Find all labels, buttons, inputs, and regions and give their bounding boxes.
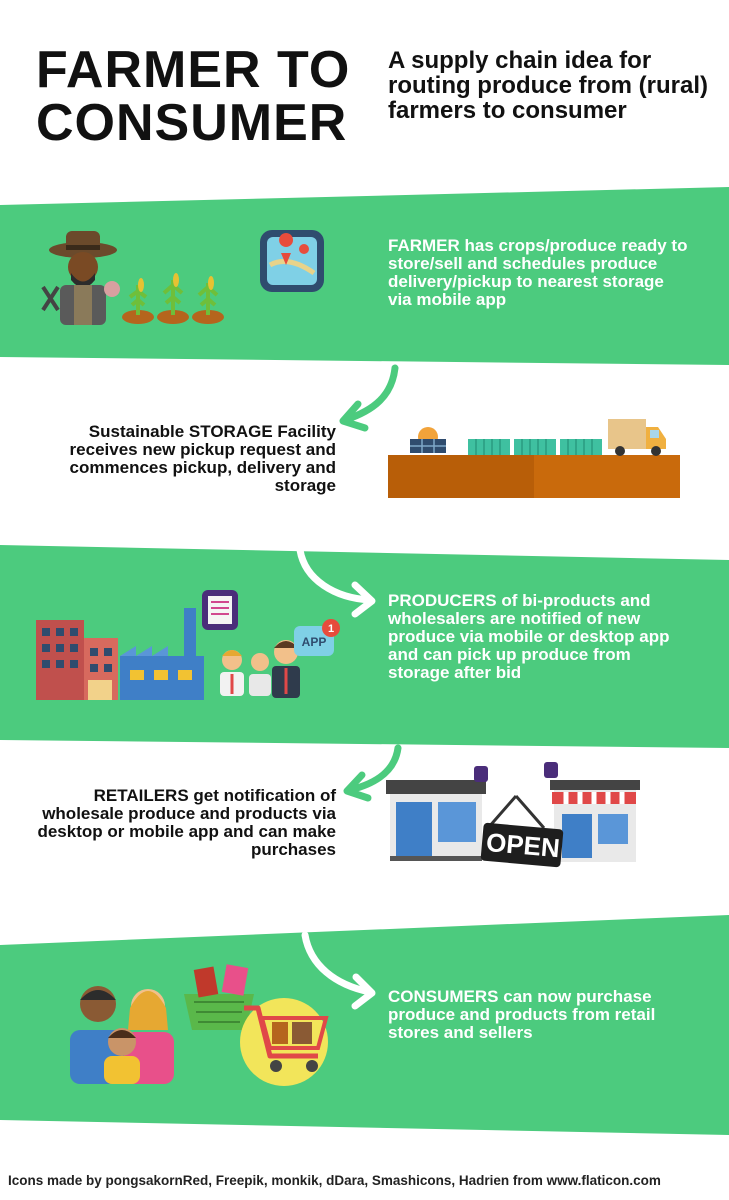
page-title: FARMER TO CONSUMER	[36, 44, 376, 150]
step-farmer-text: FARMER has crops/produce ready to store/…	[388, 237, 688, 309]
wholesalers-group-icon	[220, 640, 300, 698]
page-subtitle: A supply chain idea for routing produce …	[388, 47, 708, 124]
app-notification-icon: APP 1	[294, 619, 340, 656]
document-app-icon	[202, 590, 238, 630]
shop-left-icon	[386, 766, 488, 861]
step-retailers-text: RETAILERS get notification of wholesale …	[30, 787, 336, 859]
step-producers-body: of bi-products and wholesalers are notif…	[388, 591, 670, 682]
title-line-1: FARMER TO	[36, 41, 351, 99]
solar-panel-icon	[410, 427, 446, 453]
step-farmer-highlight: FARMER	[388, 236, 460, 255]
step-storage-text: Sustainable STORAGE Facility receives ne…	[30, 423, 336, 495]
arrow-4-to-5-head	[351, 973, 376, 1010]
delivery-truck-icon	[608, 419, 666, 456]
crops-icon	[122, 273, 224, 324]
arrow-2-to-3-head	[351, 581, 376, 618]
step-consumers-text: CONSUMERS can now purchase produce and p…	[388, 988, 688, 1042]
map-app-icon	[260, 230, 324, 292]
arrow-3-to-4	[346, 744, 402, 794]
office-building-icon	[36, 620, 118, 700]
storage-illustration	[388, 419, 680, 498]
open-sign-label: OPEN	[485, 827, 561, 863]
arrow-2-to-3	[296, 546, 374, 604]
factory-icon	[120, 608, 204, 700]
farmer-icon	[41, 231, 120, 325]
step-consumers-highlight: CONSUMERS	[388, 987, 499, 1006]
arrow-1-to-2	[341, 364, 399, 424]
title-line-2: CONSUMER	[36, 94, 348, 152]
band-5	[0, 915, 729, 1135]
step-producers-text: PRODUCERS of bi-products and wholesalers…	[388, 592, 688, 682]
family-icon	[70, 986, 174, 1084]
app-label: APP	[302, 635, 327, 649]
arrow-1-to-2-head	[339, 400, 369, 432]
storage-containers-icon	[468, 439, 602, 455]
app-badge-count: 1	[328, 623, 334, 635]
step-retailers-highlight: RETAILERS	[93, 786, 189, 805]
icon-credits: Icons made by pongsakornRed, Freepik, mo…	[8, 1173, 661, 1188]
step-storage-highlight: STORAGE	[188, 422, 273, 441]
retailers-illustration: OPEN	[386, 762, 640, 868]
arrow-3-to-4-head	[343, 771, 372, 802]
arrow-4-to-5	[301, 931, 374, 996]
shop-right-icon	[544, 762, 640, 862]
consumers-illustration	[70, 964, 329, 1086]
step-producers-highlight: PRODUCERS	[388, 591, 497, 610]
step-storage-prefix: Sustainable	[88, 422, 189, 441]
open-sign-icon: OPEN	[480, 795, 564, 868]
step-storage-body: Facility receives new pickup request and…	[69, 422, 336, 495]
step-retailers-body: get notification of wholesale produce an…	[37, 786, 336, 859]
step-consumers-body: can now purchase produce and products fr…	[388, 987, 656, 1042]
farmer-illustration	[41, 230, 324, 325]
grocery-basket-icon	[184, 964, 254, 1030]
producers-illustration: APP 1	[36, 590, 340, 700]
shopping-cart-icon	[240, 998, 329, 1086]
step-farmer-body: has crops/produce ready to store/sell an…	[388, 236, 688, 309]
